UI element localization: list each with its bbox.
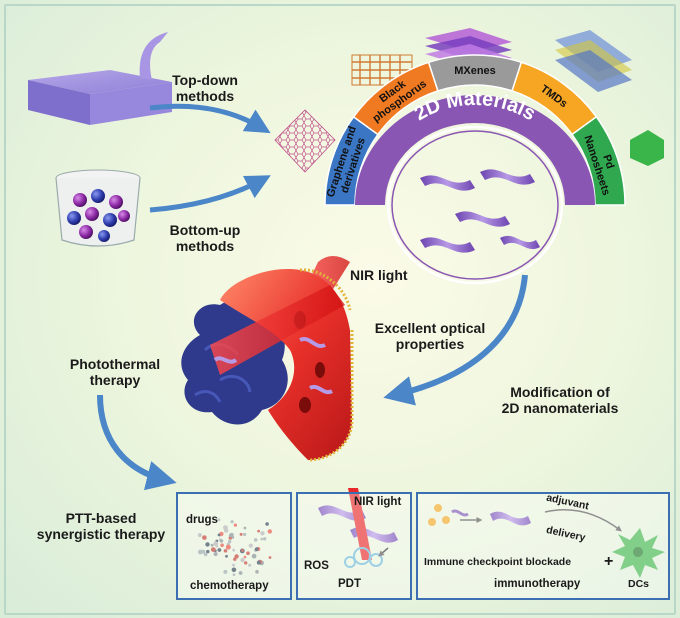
drug-molecule [242,532,247,537]
outer-frame [4,4,676,615]
pdt-label: PDT [338,578,361,590]
drug-molecule [210,547,216,552]
pdt-illustration [318,488,398,568]
drug-molecule [225,554,228,558]
bulk-slab-icon [28,32,172,125]
drug-molecule [243,526,247,530]
drug-molecule [217,518,221,522]
drug-molecule [232,563,236,567]
drug-molecule [234,554,239,559]
drug-molecule [263,537,267,541]
arc-segment-label: MXenes [454,65,496,77]
drug-molecule [248,563,252,567]
drug-molecule [217,533,221,537]
photothermal-arrow [97,394,177,491]
plus-sign: + [604,553,614,570]
chemotherapy-panel: drugs chemotherapy [176,492,292,600]
adjuvant-label: adjuvant [545,491,590,513]
immunotherapy-panel: adjuvant delivery Immune checkpoint bloc… [416,492,670,600]
pdt-panel: NIR light ROS PDT [296,492,412,600]
photothermal-label: Photothermal therapy [69,356,161,388]
drug-molecule [232,548,236,552]
drug-molecule [265,522,269,526]
drug-molecule [233,557,237,561]
drug-molecule [248,543,253,548]
drug-molecule [240,558,245,563]
drug-molecule [203,552,208,557]
drug-molecule [213,551,218,557]
drug-molecule [233,523,237,527]
drug-molecule [244,561,248,565]
drug-molecule [213,541,219,547]
drug-molecule [246,551,250,555]
pdt-laser-beam [348,488,372,560]
modification-arrow [383,274,528,406]
beaker-icon [55,169,141,247]
top-down-label: Top-down methods [172,72,238,104]
drug-molecule [205,542,210,547]
top-down-arrow [149,103,271,134]
drug-molecule [267,529,272,534]
drug-molecule [257,529,260,533]
drug-molecule [223,569,228,574]
drug-molecule [238,571,243,575]
graphene-sheet-icon [274,109,336,173]
nir-laser-beam [210,285,345,375]
pdt-nir-label: NIR light [354,496,402,508]
drug-molecule [224,528,229,533]
drug-molecule [206,549,210,554]
drug-molecule [256,560,261,565]
drug-molecule [220,543,224,547]
immunotherapy-label: immunotherapy [494,578,581,590]
drug-molecule [253,538,258,542]
dendritic-cell-icon [612,528,665,578]
nanosheet-ribbons [420,169,540,253]
ros-label: ROS [304,560,329,572]
drug-molecule [260,537,264,541]
drug-molecule [197,533,202,538]
drug-molecule [223,549,228,553]
drug-molecule [202,535,207,540]
materials-inner-ring [355,95,595,285]
drug-cluster-icon [197,518,272,576]
delivery-label: delivery [545,524,587,544]
drugs-label: drugs [186,514,218,526]
drug-molecule [225,544,231,550]
drug-molecule [198,549,203,555]
drug-molecule [219,539,224,543]
drug-molecule [217,548,222,552]
drug-molecule [228,533,234,538]
drug-molecule [210,543,214,547]
drug-molecule [241,549,244,552]
drug-molecule [255,570,259,574]
tmd-structure-icon [555,30,632,92]
drug-molecule [254,547,259,551]
bottom-up-label: Bottom-up methods [169,222,241,254]
checkpoint-blockade-label: Immune checkpoint blockade [424,556,572,568]
arc-segment [571,115,626,206]
drug-molecule [243,555,247,559]
chemotherapy-label: chemotherapy [190,580,269,592]
immuno-illustration [428,504,665,578]
drug-molecule [260,531,265,536]
ribbon-in-tumor [213,356,238,364]
dcs-label: DCs [628,578,650,590]
modification-label: Modification of 2D nanomaterials [501,384,619,416]
drug-molecule [251,553,257,559]
drug-molecule [230,520,234,524]
drug-molecule [231,567,237,573]
synergistic-label: PTT-based synergistic therapy [36,510,166,542]
drug-molecule [232,573,236,576]
bottom-up-arrow [149,175,271,213]
drug-molecule [228,539,232,544]
drug-molecule [239,532,243,536]
drug-molecule [268,556,272,559]
optical-properties-label: Excellent optical properties [374,320,486,352]
pd-nanosheet-icon [630,130,664,166]
nir-light-label: NIR light [350,267,408,283]
